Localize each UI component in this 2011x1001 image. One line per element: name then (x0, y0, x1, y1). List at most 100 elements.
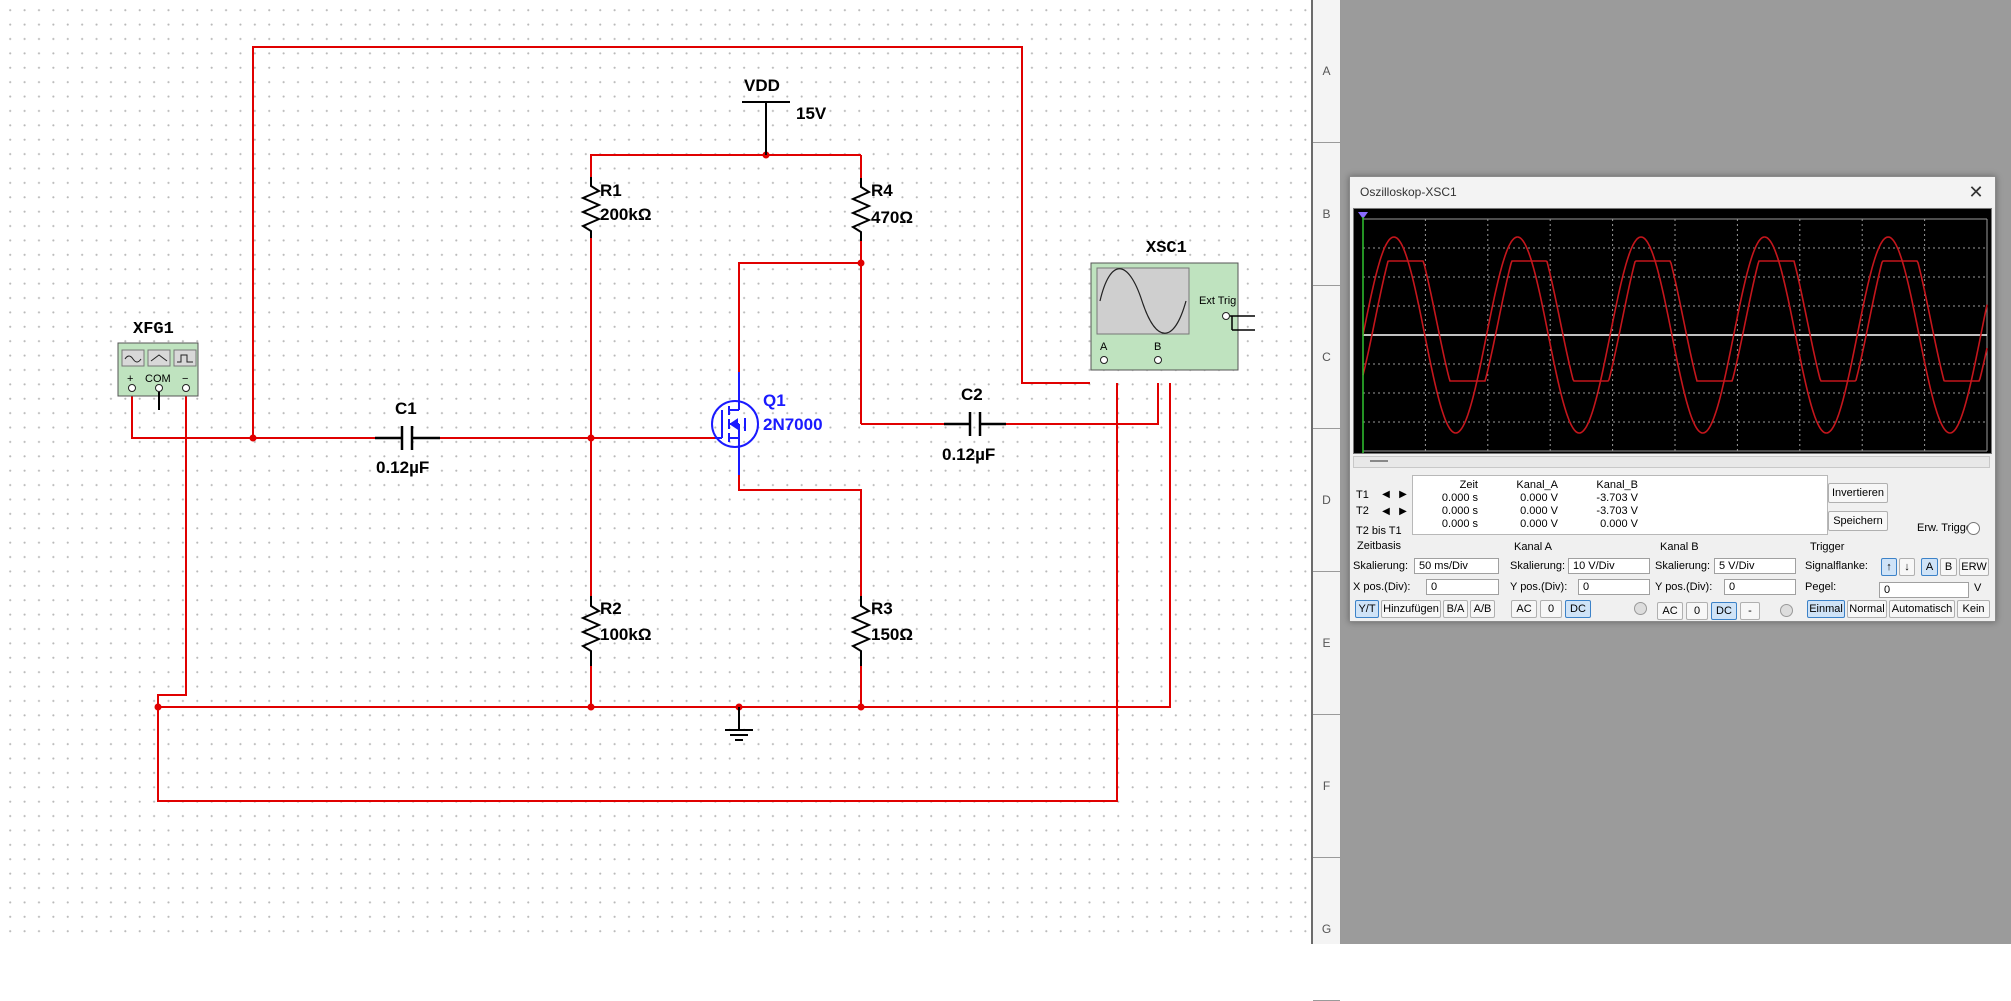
t2-kanal-b: -3.703 V (1596, 505, 1638, 517)
channel-b-scale-label: Skalierung: (1655, 560, 1711, 572)
trigger-level-field[interactable]: 0 (1879, 582, 1969, 598)
trigger-single-button[interactable]: Einmal (1807, 600, 1845, 618)
cursor-label-t1: T1 (1356, 489, 1369, 501)
oscilloscope-window[interactable]: Oszilloskop-XSC1 ✕ T1 T2 T2 bis T1 ◀ ▶ ◀… (1349, 176, 1996, 622)
wire-top-loop (252, 46, 1090, 438)
junction-dot (249, 434, 257, 442)
falling-edge-icon[interactable]: ↓ (1899, 558, 1915, 576)
timebase-xpos-field[interactable]: 0 (1426, 579, 1499, 595)
r1-resistor (580, 177, 602, 238)
t2-right-arrow-icon[interactable]: ▶ (1399, 506, 1407, 517)
channel-a-scale-field[interactable]: 10 V/Div (1568, 558, 1650, 574)
r1-label: R1 (600, 181, 622, 200)
mode-ba-button[interactable]: B/A (1443, 600, 1468, 618)
trigger-source-b-button[interactable]: B (1940, 558, 1957, 576)
wire-com (157, 383, 1118, 802)
r3-resistor (850, 596, 872, 666)
trigger-level-unit: V (1974, 582, 1982, 594)
channel-a-radio[interactable] (1634, 602, 1647, 615)
timebase-scale-label: Skalierung: (1353, 560, 1409, 572)
t1-left-arrow-icon[interactable]: ◀ (1382, 489, 1390, 500)
timebase-scale-field[interactable]: 50 ms/Div (1414, 558, 1499, 574)
ext-trigger-radio[interactable] (1967, 522, 1980, 535)
wire-ground-rail (158, 383, 1171, 708)
ruler-letter: B (1322, 206, 1331, 221)
q1-label: Q1 (763, 391, 786, 410)
r4-label: R4 (871, 181, 893, 200)
channel-b-invert-button[interactable]: - (1740, 602, 1760, 620)
timebase-group-label: Zeitbasis (1357, 540, 1402, 552)
channel-b-scale-field[interactable]: 5 V/Div (1714, 558, 1796, 574)
ruler-cell-a: A (1313, 0, 1340, 144)
schematic-canvas[interactable]: VDD 15V R1 200kΩ R4 470Ω R2 100kΩ R3 150… (0, 0, 1311, 944)
ruler-letter: D (1322, 492, 1331, 507)
ruler-letter: E (1322, 635, 1331, 650)
delta-kanal-b: 0.000 V (1600, 518, 1638, 530)
scrollbar-thumb[interactable] (1370, 460, 1388, 462)
header-kanal-b: Kanal_B (1596, 479, 1638, 491)
invert-button[interactable]: Invertieren (1828, 483, 1888, 503)
oscilloscope-title: Oszilloskop-XSC1 (1360, 185, 1457, 199)
trigger-source-a-button[interactable]: A (1921, 558, 1938, 576)
xfg1-label: XFG1 (133, 320, 174, 339)
cursor-row-labels: T1 T2 T2 bis T1 ◀ ▶ ◀ ▶ (1354, 483, 1418, 543)
wire-c2-scope (1006, 383, 1159, 425)
cursor-t1-marker (1358, 212, 1368, 219)
c2-label: C2 (961, 385, 983, 404)
xsc1-oscilloscope[interactable] (1090, 262, 1255, 371)
channel-b-radio[interactable] (1780, 604, 1793, 617)
t1-right-arrow-icon[interactable]: ▶ (1399, 489, 1407, 500)
t2-left-arrow-icon[interactable]: ◀ (1382, 506, 1390, 517)
ruler-letter: G (1321, 921, 1332, 936)
channel-b-zero-button[interactable]: 0 (1686, 602, 1708, 620)
xsc1-channel-a-label: A (1100, 341, 1108, 353)
xsc1-channel-b-label: B (1154, 341, 1161, 353)
trigger-edge-label: Signalflanke: (1805, 560, 1868, 572)
r3-value: 150Ω (871, 625, 913, 644)
mode-ab-button[interactable]: A/B (1470, 600, 1495, 618)
ground-symbol (725, 707, 753, 741)
display-grid (1362, 218, 1988, 452)
channel-b-ac-button[interactable]: AC (1657, 602, 1683, 620)
junctions (154, 151, 865, 711)
c2-capacitor (944, 412, 1006, 436)
t1-kanal-b: -3.703 V (1596, 492, 1638, 504)
oscilloscope-display[interactable] (1353, 208, 1992, 454)
mode-yt-button[interactable]: Y/T (1355, 600, 1379, 618)
q1-value: 2N7000 (763, 415, 823, 434)
close-icon[interactable]: ✕ (1968, 182, 1984, 202)
timebase-xpos-label: X pos.(Div): (1353, 581, 1411, 593)
trigger-normal-button[interactable]: Normal (1847, 600, 1887, 618)
r2-resistor (580, 596, 602, 666)
wires (131, 46, 1171, 802)
ruler-cell-g: G (1313, 858, 1340, 1001)
oscilloscope-titlebar[interactable]: Oszilloskop-XSC1 ✕ (1350, 177, 1995, 207)
vdd-source (742, 101, 790, 155)
channel-b-ypos-field[interactable]: 0 (1724, 579, 1796, 595)
vdd-label: VDD (744, 76, 780, 95)
trigger-source-ext-button[interactable]: ERW (1959, 558, 1989, 576)
scrollbar[interactable] (1353, 456, 1990, 468)
channel-b-trace (1362, 260, 1988, 382)
t2-kanal-a: 0.000 V (1520, 505, 1558, 517)
mode-add-button[interactable]: Hinzufügen (1381, 600, 1441, 618)
xfg1-generator[interactable] (117, 342, 199, 410)
header-kanal-a: Kanal_A (1516, 479, 1558, 491)
xfg1-plus-label: + (127, 373, 133, 385)
channel-a-ypos-field[interactable]: 0 (1578, 579, 1650, 595)
save-button[interactable]: Speichern (1828, 511, 1888, 531)
trigger-none-button[interactable]: Kein (1957, 600, 1990, 618)
channel-b-dc-button[interactable]: DC (1711, 602, 1737, 620)
channel-a-ac-button[interactable]: AC (1511, 600, 1537, 618)
c2-value: 0.12µF (942, 445, 995, 464)
channel-a-scale-label: Skalierung: (1510, 560, 1566, 572)
trigger-group-label: Trigger (1810, 541, 1845, 553)
rising-edge-icon[interactable]: ↑ (1881, 558, 1897, 576)
channel-a-dc-button[interactable]: DC (1565, 600, 1591, 618)
ruler-cell-f: F (1313, 715, 1340, 859)
header-time: Zeit (1459, 479, 1478, 491)
q1-mosfet (711, 372, 759, 475)
channel-a-zero-button[interactable]: 0 (1540, 600, 1562, 618)
trigger-auto-button[interactable]: Automatisch (1889, 600, 1955, 618)
